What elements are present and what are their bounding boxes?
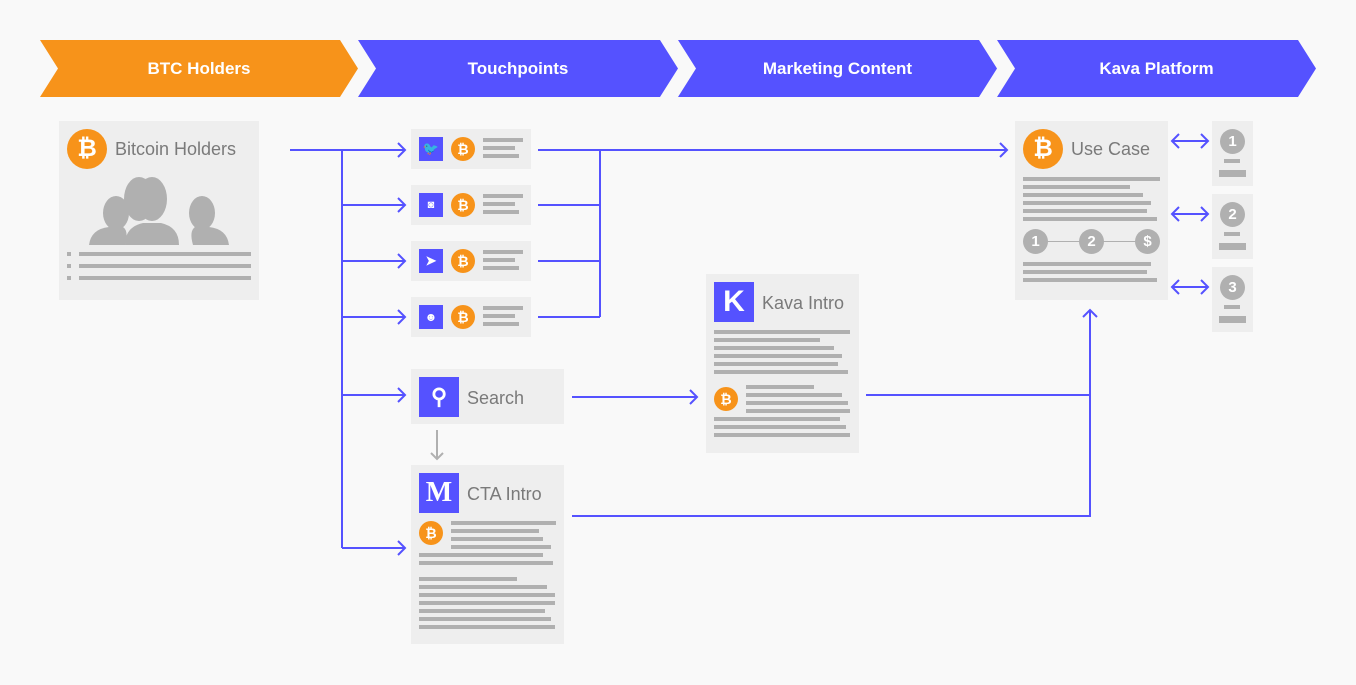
stage-kava-platform: Kava Platform bbox=[997, 40, 1316, 97]
stage-marketing-content: Marketing Content bbox=[678, 40, 997, 97]
step-2: 2 bbox=[1079, 229, 1104, 254]
card-title: Use Case bbox=[1071, 139, 1151, 159]
search-card: ⚲ Search bbox=[411, 369, 564, 424]
medium-logo-icon: M bbox=[419, 473, 459, 513]
cta-intro-card: M CTA Intro ₿ bbox=[411, 465, 564, 644]
twitter-icon: 🐦 bbox=[419, 137, 443, 161]
kava-intro-card: K Kava Intro ₿ bbox=[706, 274, 859, 453]
side-card-2: 2 bbox=[1212, 194, 1253, 259]
stage-btc-holders: BTC Holders bbox=[40, 40, 358, 97]
side-card-3: 3 bbox=[1212, 267, 1253, 332]
bitcoin-icon: ₿ bbox=[451, 305, 475, 329]
bitcoin-holders-card: ₿ Bitcoin Holders bbox=[59, 121, 259, 300]
discord-icon: ◙ bbox=[419, 193, 443, 217]
bitcoin-icon: ₿ bbox=[67, 129, 107, 169]
touchpoint-twitter: 🐦 ₿ bbox=[411, 129, 531, 169]
touchpoint-reddit: ☻ ₿ bbox=[411, 297, 531, 337]
kava-logo-icon: K bbox=[714, 282, 754, 322]
bitcoin-icon: ₿ bbox=[714, 387, 738, 411]
card-title: Bitcoin Holders bbox=[115, 139, 237, 159]
users-icon bbox=[89, 177, 229, 245]
card-title: CTA Intro bbox=[467, 484, 542, 504]
bitcoin-icon: ₿ bbox=[451, 249, 475, 273]
telegram-icon: ➤ bbox=[419, 249, 443, 273]
card-title: Search bbox=[467, 388, 525, 408]
touchpoint-discord: ◙ ₿ bbox=[411, 185, 531, 225]
reddit-icon: ☻ bbox=[419, 305, 443, 329]
bitcoin-icon: ₿ bbox=[451, 193, 475, 217]
use-case-card: ₿ Use Case 1 2 $ bbox=[1015, 121, 1168, 300]
step-1: 1 bbox=[1023, 229, 1048, 254]
side-card-1: 1 bbox=[1212, 121, 1253, 186]
bitcoin-icon: ₿ bbox=[419, 521, 443, 545]
search-icon: ⚲ bbox=[419, 377, 459, 417]
step-payment: $ bbox=[1135, 229, 1160, 254]
touchpoint-telegram: ➤ ₿ bbox=[411, 241, 531, 281]
bitcoin-icon: ₿ bbox=[1023, 129, 1063, 169]
bitcoin-icon: ₿ bbox=[451, 137, 475, 161]
stage-touchpoints: Touchpoints bbox=[358, 40, 678, 97]
card-title: Kava Intro bbox=[762, 293, 845, 313]
